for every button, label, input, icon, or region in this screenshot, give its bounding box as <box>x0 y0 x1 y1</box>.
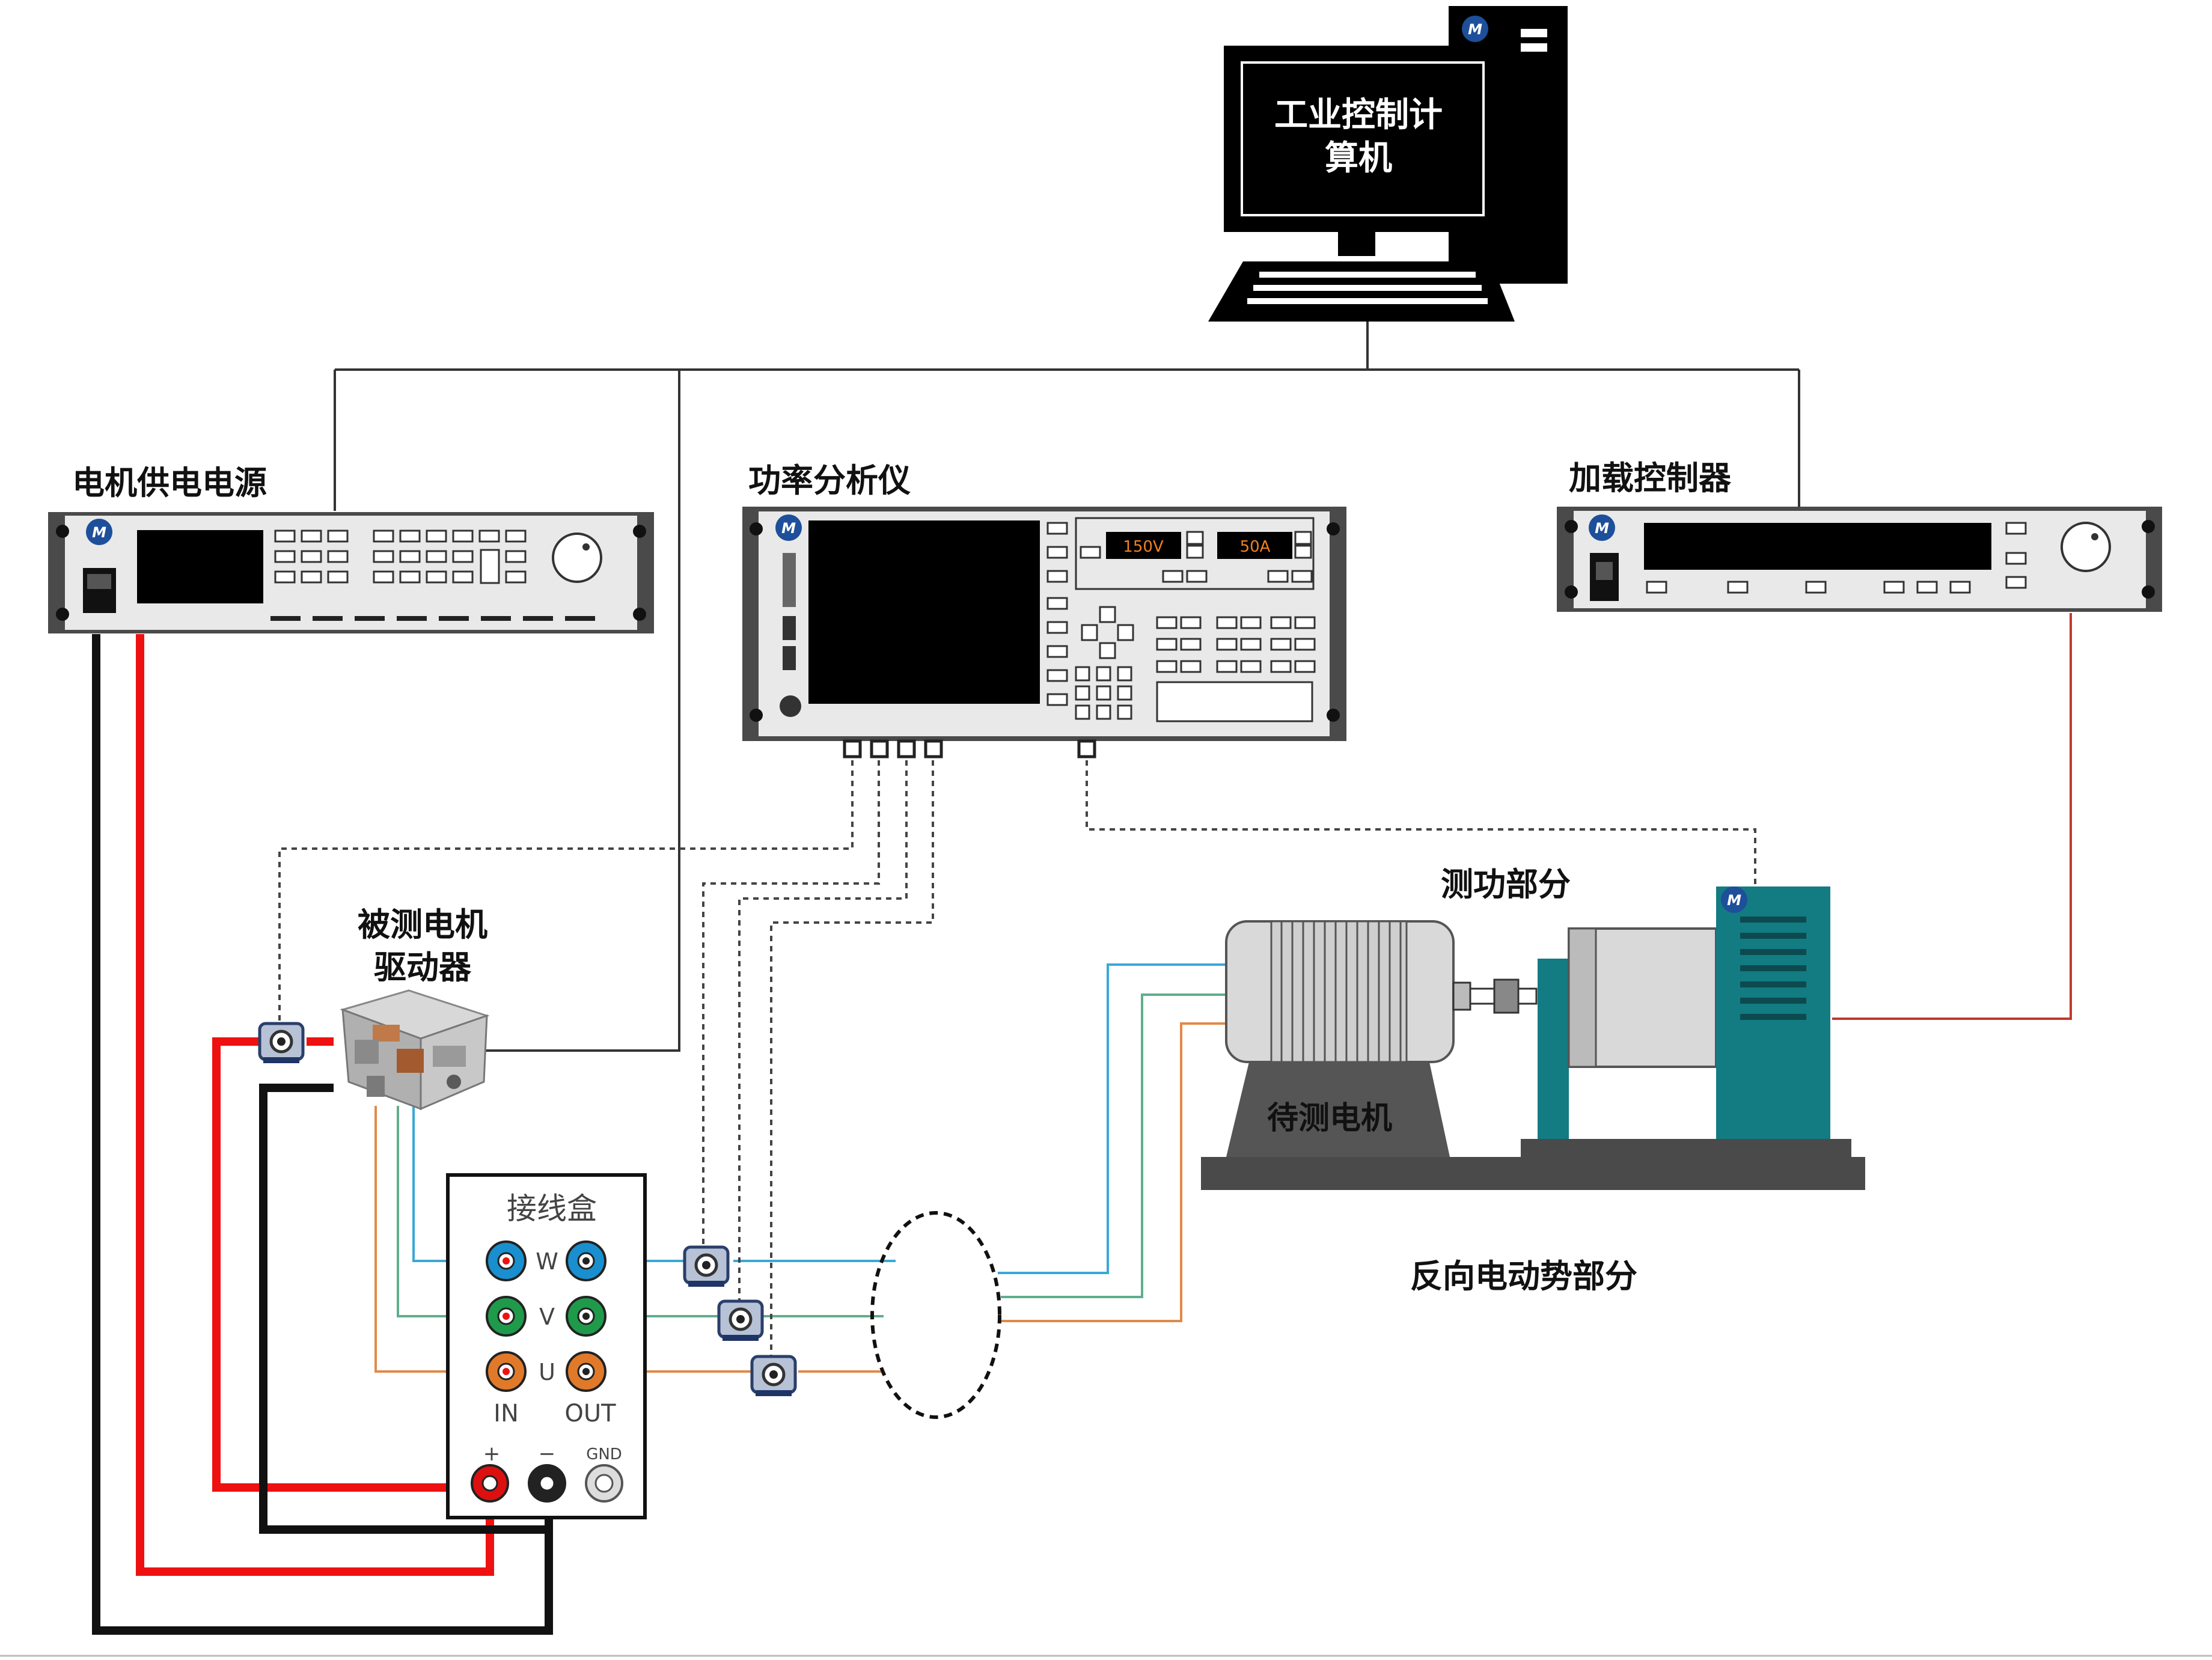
industrial-computer: 工业控制计 算机 <box>1208 6 1568 322</box>
analyzer-ports <box>843 739 1096 758</box>
computer-screen-line2: 算机 <box>1325 139 1392 178</box>
in-label: IN <box>493 1400 519 1427</box>
load-controller: 加载控制器 <box>1557 459 2162 612</box>
junction-box: 接线盒 W V U IN OUT + − GND <box>446 1173 647 1519</box>
coupling-shaft <box>1452 978 1538 1014</box>
power-analyzer-label: 功率分析仪 <box>748 462 911 499</box>
current-sensor-icon <box>260 1024 303 1063</box>
knob-icon <box>552 532 602 583</box>
motor-under-test: 待测电机 <box>1225 920 1455 1157</box>
phase-w-label: W <box>536 1248 558 1275</box>
current-sensor-icon <box>719 1301 762 1341</box>
supply-vents <box>270 616 595 621</box>
minus-label: − <box>539 1442 556 1466</box>
load-signal-wire <box>1832 613 2072 1020</box>
analyzer-voltage-display: 150V <box>1123 538 1164 556</box>
out-label: OUT <box>564 1400 616 1427</box>
phase-u-label: U <box>539 1359 555 1385</box>
current-sensor-icon <box>752 1356 795 1396</box>
signal-wires <box>278 750 1756 1358</box>
load-controller-label: 加载控制器 <box>1569 459 1732 497</box>
phase-v-label: V <box>539 1304 555 1330</box>
terminal-row-u: U <box>486 1351 606 1392</box>
dyno-section-label: 测功部分 <box>1441 865 1571 903</box>
motor-power-supply-label: 电机供电电源 <box>72 464 267 502</box>
analyzer-keypad <box>1075 606 1316 722</box>
computer-screen-line1: 工业控制计 <box>1274 96 1443 135</box>
knob-icon <box>2061 522 2111 572</box>
driver-label-line2: 驱动器 <box>374 948 472 986</box>
brand-logo-icon <box>1462 16 1488 42</box>
supply-buttons <box>274 529 527 584</box>
analyzer-current-display: 50A <box>1240 538 1271 556</box>
brand-logo-icon <box>1589 514 1615 541</box>
driver-unit-image <box>340 989 490 1111</box>
phase-switch-ellipse <box>870 1211 1001 1419</box>
motor-driver: 被测电机 驱动器 <box>340 906 490 1111</box>
dyno-section: 测功部分 待测电机 <box>1201 865 1865 1190</box>
motor-under-test-label: 待测电机 <box>1267 1100 1392 1137</box>
gnd-label: GND <box>586 1445 622 1463</box>
brand-logo-icon <box>775 514 802 541</box>
junction-box-label: 接线盒 <box>507 1191 597 1226</box>
network-wires <box>334 322 1800 1052</box>
dynamometer <box>1538 886 1830 1139</box>
driver-label-line1: 被测电机 <box>358 906 487 944</box>
terminal-row-v: V <box>486 1296 606 1337</box>
brand-logo-icon <box>86 519 112 545</box>
brand-logo-icon <box>1721 886 1747 913</box>
plus-label: + <box>483 1442 501 1466</box>
power-cables <box>92 634 553 1635</box>
back-emf-section-label: 反向电动势部分 <box>1410 1257 1637 1295</box>
current-sensor-icon <box>685 1247 728 1287</box>
terminal-row-w: W <box>486 1240 606 1281</box>
keyboard-keys <box>1247 272 1488 304</box>
power-analyzer: 功率分析仪 150V 50A <box>742 462 1346 758</box>
motor-power-supply: 电机供电电源 <box>48 464 654 633</box>
dc-terminals <box>471 1464 623 1503</box>
